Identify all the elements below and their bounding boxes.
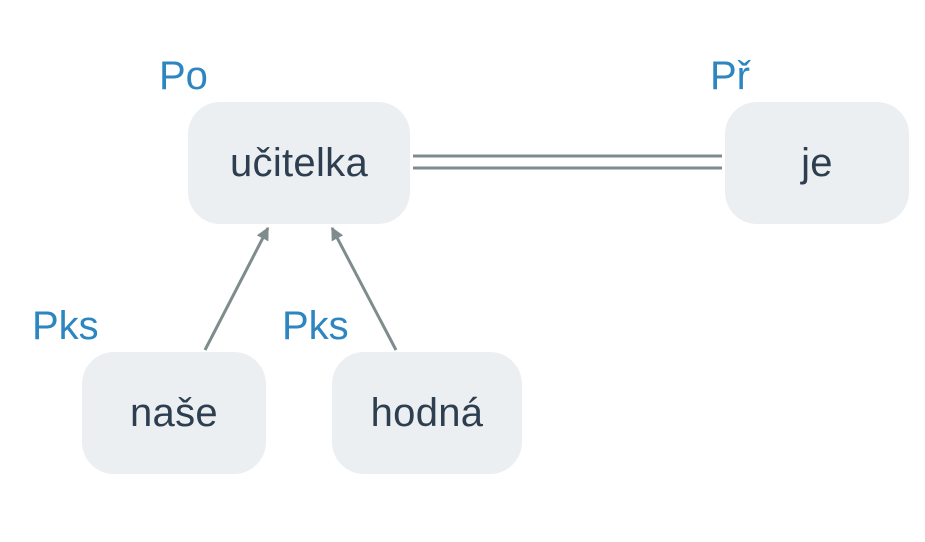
node-ucitelka: učitelka — [188, 102, 410, 224]
edge-nase-ucitelka — [203, 226, 270, 351]
tag-pks-nase: Pks — [32, 304, 99, 348]
node-ucitelka-text: učitelka — [229, 140, 369, 185]
node-hodna-text: hodná — [370, 390, 484, 435]
tag-pks-hodna: Pks — [282, 304, 349, 348]
node-hodna: hodná — [332, 352, 522, 474]
node-je-text: je — [801, 140, 833, 185]
node-nase-text: naše — [130, 390, 218, 435]
edge-hodna-ucitelka — [330, 226, 398, 351]
tag-pr: Př — [710, 54, 750, 98]
node-je: je — [725, 102, 909, 224]
tag-po: Po — [159, 54, 208, 98]
node-nase: naše — [82, 352, 266, 474]
